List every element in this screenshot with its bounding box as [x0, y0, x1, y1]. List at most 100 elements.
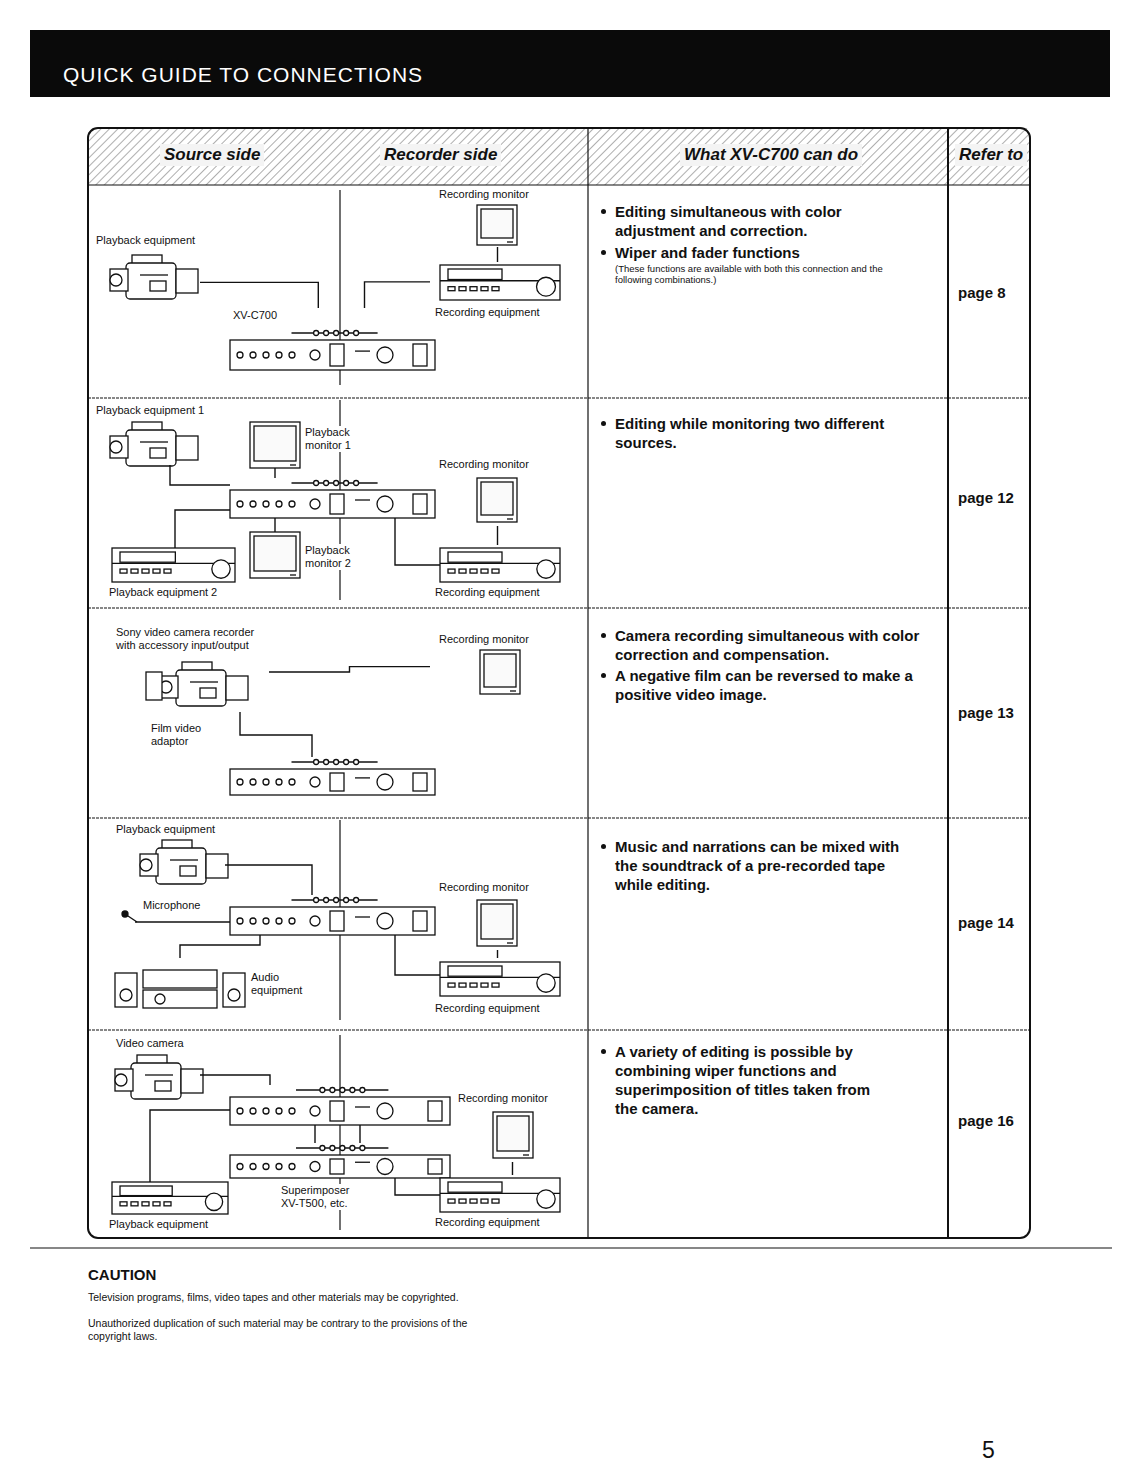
vcr-case [440, 265, 560, 300]
equipment-label: Recording monitor [438, 188, 530, 201]
stroke [237, 779, 243, 785]
camera-lens [160, 676, 178, 698]
stroke [200, 688, 216, 698]
vcr-dial [537, 974, 555, 992]
stroke [290, 464, 296, 465]
stroke [250, 501, 256, 507]
stroke [481, 569, 488, 573]
stroke [250, 918, 256, 924]
camera-body [126, 263, 176, 299]
film-adaptor [146, 672, 162, 700]
stroke [344, 481, 349, 486]
stroke [120, 1202, 127, 1206]
cable-connector [512, 1162, 513, 1175]
monitor-case [480, 650, 520, 694]
equipment-label: XV-C700 [232, 309, 278, 322]
monitor-screen [254, 426, 296, 461]
stroke [237, 501, 243, 507]
bullet-dot [601, 421, 606, 426]
camera-body [131, 1063, 181, 1099]
stroke [263, 1108, 269, 1114]
equipment-label: Playback monitor 2 [304, 544, 358, 570]
note-text: CAUTION [88, 1266, 156, 1284]
stroke [354, 898, 359, 903]
vcr-dial [212, 560, 230, 578]
stroke [324, 481, 329, 486]
stroke [377, 1159, 393, 1175]
stroke [355, 916, 370, 917]
stroke [142, 1202, 149, 1206]
camera-tail [176, 269, 198, 293]
note-text: 5 [982, 1436, 995, 1464]
stroke [344, 898, 349, 903]
monitor-case [477, 900, 517, 946]
monitor-screen [254, 536, 296, 571]
equipment-node: Recording equipment [430, 1175, 565, 1233]
stroke [377, 347, 393, 363]
equipment-label: Recording monitor [438, 881, 530, 894]
stroke [237, 1108, 243, 1114]
equipment-node: Sony video camera recorder with accessor… [115, 625, 269, 715]
vcr-case [440, 548, 560, 582]
camera-tail [181, 1069, 203, 1093]
stroke [470, 1199, 477, 1203]
stroke [340, 1088, 345, 1093]
stroke [131, 1202, 138, 1206]
stroke [155, 1081, 171, 1091]
speaker [223, 973, 245, 1007]
bullet-dot [601, 250, 606, 255]
bullet-dot [601, 209, 606, 214]
equipment-label: Recording equipment [434, 1216, 541, 1229]
stroke [355, 1106, 370, 1107]
stroke [164, 1202, 171, 1206]
note-text: Unauthorized duplication of such materia… [88, 1317, 508, 1343]
note-text: Television programs, films, video tapes … [88, 1291, 508, 1304]
stroke [153, 1202, 160, 1206]
stroke [330, 1088, 335, 1093]
stroke [276, 779, 282, 785]
stroke [492, 1199, 499, 1203]
stroke [290, 574, 296, 575]
stroke [470, 569, 477, 573]
equipment-node: Superimposer XV-T500, etc. [230, 1140, 450, 1216]
monitor-case [250, 532, 300, 578]
stroke [448, 569, 455, 573]
equipment-node: Playback monitor 1 [248, 420, 360, 472]
camera-lens-ring [115, 1074, 127, 1086]
camera-tail [226, 676, 248, 700]
monitor-case [477, 478, 517, 522]
equipment-node: XV-C700 [228, 308, 438, 372]
note-text: page 16 [958, 1112, 1014, 1130]
equipment-label: Video camera [115, 1037, 185, 1050]
stroke [507, 241, 513, 242]
stroke [334, 760, 339, 765]
bullet-text: A variety of editing is possible by comb… [615, 1042, 895, 1118]
cable-connector [497, 950, 498, 958]
stroke [150, 448, 166, 458]
stroke [276, 918, 282, 924]
stroke [310, 1106, 320, 1116]
equipment-node: Recording monitor [430, 880, 565, 950]
stroke [459, 983, 466, 987]
equipment-label: Film video adaptor [150, 722, 216, 748]
equipment-label: Recording equipment [434, 586, 541, 599]
header-hatch [88, 128, 1030, 185]
stroke [250, 1108, 256, 1114]
bullet-text: Editing while monitoring two different s… [615, 414, 915, 452]
equipment-node: Playback equipment [108, 1180, 230, 1236]
stroke [413, 773, 427, 791]
table-rules [30, 128, 1112, 1248]
stroke [289, 779, 295, 785]
stroke [250, 352, 256, 358]
stroke [310, 1162, 320, 1172]
bullet-text: A negative film can be reversed to make … [615, 666, 915, 704]
cable-connector [269, 667, 430, 672]
title-bar: QUICK GUIDE TO CONNECTIONS [30, 30, 1110, 97]
camera-lens-ring [110, 274, 122, 286]
stroke [523, 1154, 529, 1155]
equipment-node: Recording monitor [430, 632, 565, 697]
equipment-label: Playback equipment 1 [95, 404, 205, 417]
stroke [334, 898, 339, 903]
camera-body [156, 848, 206, 884]
camera-body [126, 430, 176, 466]
